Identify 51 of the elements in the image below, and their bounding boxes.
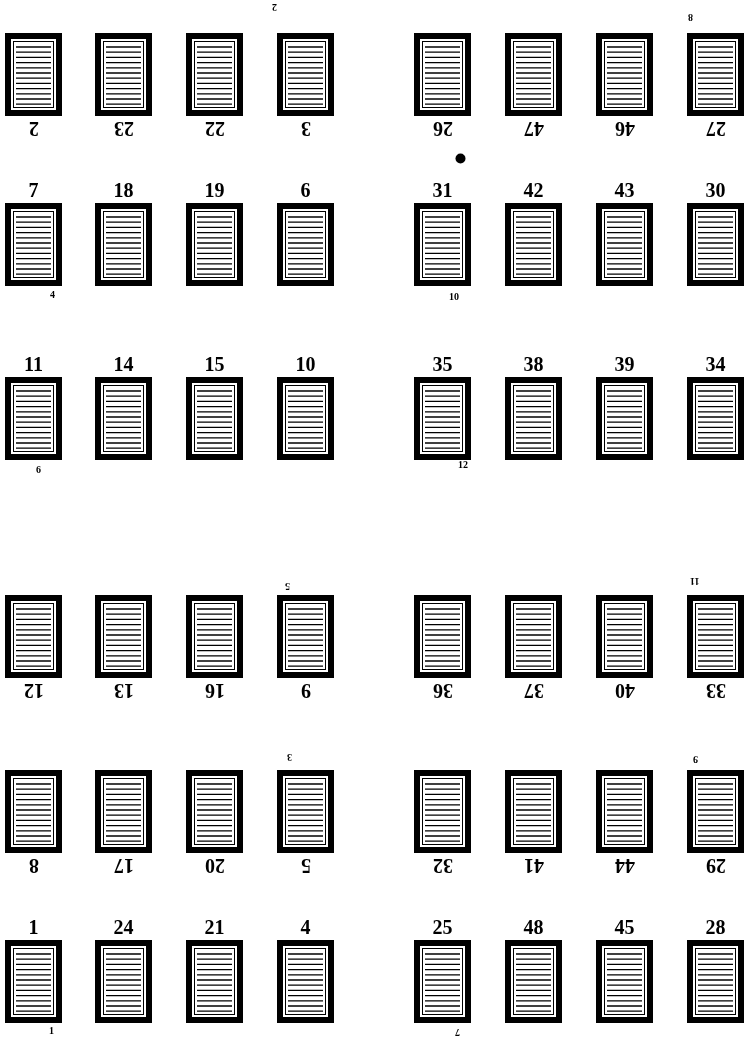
page-number: 20 [204,854,225,877]
page-number: 9 [300,679,311,702]
page-number: 3 [300,117,311,140]
page-number: 48 [523,916,544,940]
page-number: 10 [295,353,316,377]
signature-mark: 8 [688,12,693,23]
page-number: 19 [204,179,225,203]
page-number: 39 [614,353,635,377]
page-number: 45 [614,916,635,940]
page-number: 13 [113,679,134,702]
page-number: 41 [523,854,544,877]
page-number: 7 [28,179,39,203]
page-number: 28 [705,916,726,940]
page-number: 26 [432,117,453,140]
page-number: 30 [705,179,726,203]
page-number: 12 [23,679,44,702]
page-number: 24 [113,916,134,940]
page-number: 14 [113,353,134,377]
page-number: 6 [300,179,311,203]
page-number: 37 [523,679,544,702]
page-number: 8 [28,854,39,877]
page-number: 17 [113,854,134,877]
page-number: 25 [432,916,453,940]
page-number: 47 [523,117,544,140]
page-number: 21 [204,916,225,940]
page-number: 16 [204,679,225,702]
page-number: 34 [705,353,726,377]
page-number: 5 [300,854,311,877]
page-number: 11 [24,353,43,377]
signature-mark: 11 [690,576,700,587]
signature-mark: 2 [272,2,277,13]
page-number: 38 [523,353,544,377]
page-number: 35 [432,353,453,377]
page-number: 4 [300,916,311,940]
page-number: 23 [113,117,134,140]
page-number: 42 [523,179,544,203]
page-number: 44 [614,854,635,877]
page-number: 29 [705,854,726,877]
page-number: 15 [204,353,225,377]
page-number: 43 [614,179,635,203]
page-number: 40 [614,679,635,702]
page-number: 33 [705,679,726,702]
page-number: 32 [432,854,453,877]
page-number: 46 [614,117,635,140]
page-number: 1 [28,916,39,940]
page-number: 27 [705,117,726,140]
page-number: 36 [432,679,453,702]
page-number: 22 [204,117,225,140]
page-number: 31 [432,179,453,203]
page-number: 18 [113,179,134,203]
page-number: 2 [28,117,39,140]
